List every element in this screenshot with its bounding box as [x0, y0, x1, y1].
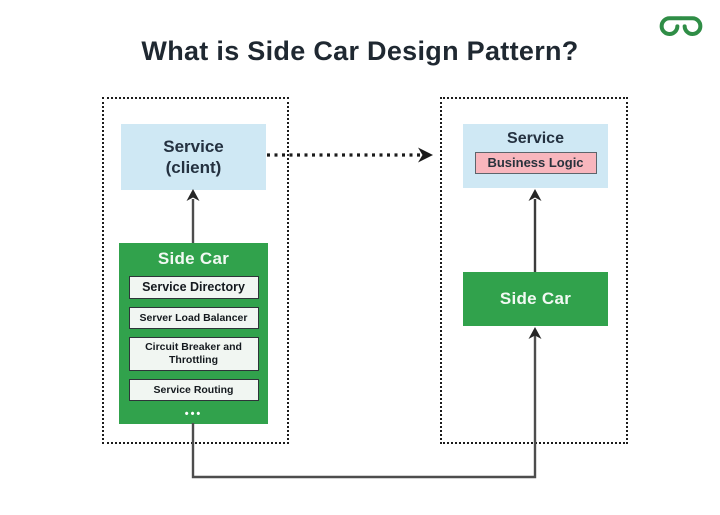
sidecar-item-service-directory: Service Directory — [128, 276, 259, 299]
geeksforgeeks-logo-icon — [659, 16, 703, 36]
arrowhead-dotted-right — [418, 147, 433, 163]
service-box: Service Business Logic — [463, 124, 608, 188]
service-client-box: Service (client) — [121, 124, 266, 190]
sidecar-item-service-routing: Service Routing — [128, 379, 259, 401]
business-logic-box: Business Logic — [474, 152, 597, 174]
service-client-label-line2: (client) — [165, 158, 222, 177]
sidecar-right-box: Side Car — [463, 272, 608, 326]
sidecar-left-box: Side Car Service Directory Server Load B… — [119, 243, 268, 424]
sidecar-item-circuit-breaker-throttling: Circuit Breaker and Throttling — [128, 337, 259, 371]
service-label: Service — [507, 130, 564, 147]
sidecar-more-ellipsis: ••• — [184, 408, 203, 420]
sidecar-left-title: Side Car — [157, 249, 230, 268]
page-title: What is Side Car Design Pattern? — [141, 36, 579, 66]
sidecar-item-server-load-balancer: Server Load Balancer — [128, 307, 259, 329]
sidecar-right-title: Side Car — [499, 289, 572, 308]
service-client-label-line1: Service — [163, 136, 224, 156]
